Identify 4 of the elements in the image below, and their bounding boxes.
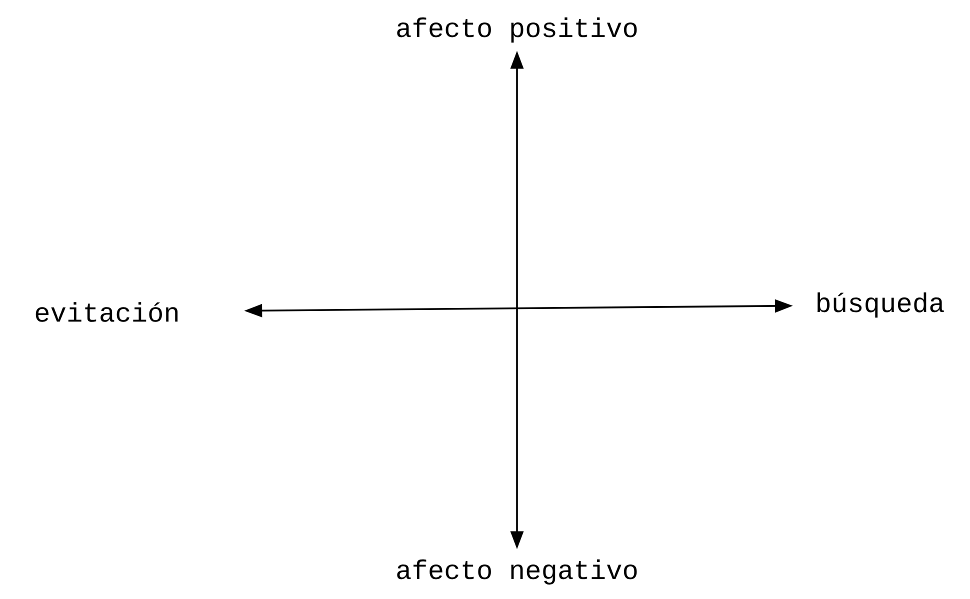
axis-label: evitación xyxy=(36,302,178,322)
axis-label: afecto positivo xyxy=(397,17,637,43)
axis-label: búsqueda xyxy=(818,292,944,318)
axis-label: afecto negativo xyxy=(397,559,637,585)
